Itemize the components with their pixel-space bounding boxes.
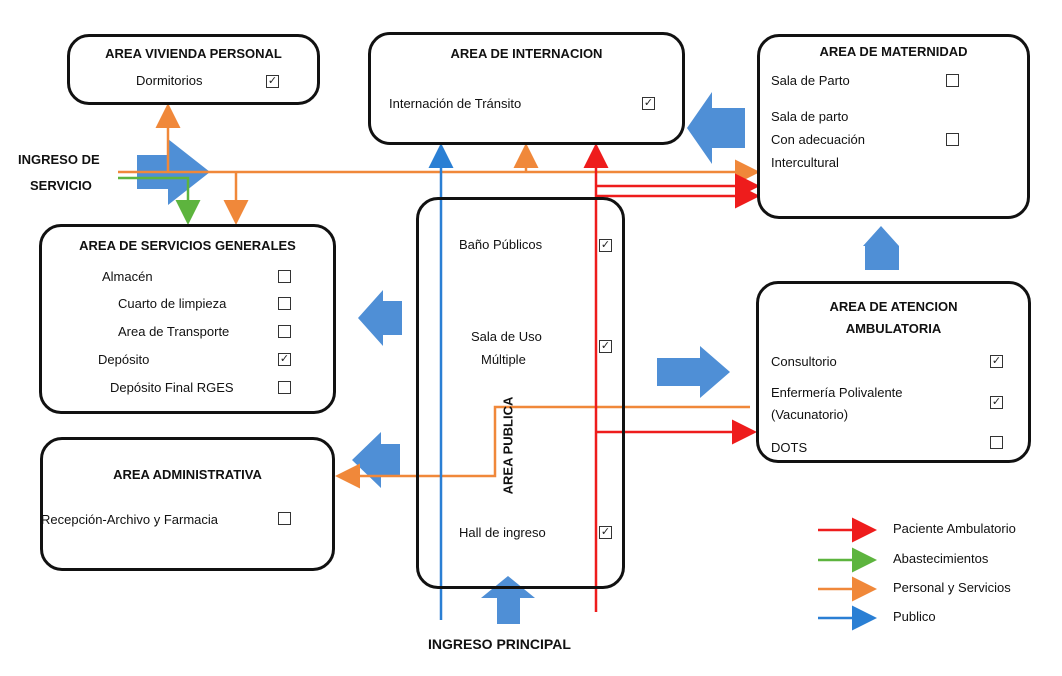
area-title-line2: AMBULATORIA — [845, 321, 942, 336]
item-label: Múltiple — [481, 352, 526, 367]
ingreso-servicio-label-1: INGRESO DE — [18, 152, 100, 167]
area-atencion-ambulatoria: AREA DE ATENCION AMBULATORIA Consultorio… — [756, 281, 1031, 463]
area-title: AREA DE MATERNIDAD — [819, 44, 968, 59]
legend-label-publico: Publico — [893, 609, 936, 624]
area-title: AREA DE INTERNACION — [450, 46, 603, 61]
legend-label-paciente: Paciente Ambulatorio — [893, 521, 1016, 536]
checkbox[interactable]: ✓ — [266, 75, 279, 88]
area-title: AREA VIVIENDA PERSONAL — [105, 46, 282, 61]
block-arrow-to-ambulatoria — [657, 346, 730, 398]
item-label: Dormitorios — [136, 73, 203, 88]
item-label: (Vacunatorio) — [771, 407, 849, 422]
legend-label-abastecimientos: Abastecimientos — [893, 551, 989, 566]
block-arrow-to-administrativa — [352, 432, 400, 488]
ingreso-servicio-label-2: SERVICIO — [30, 178, 92, 193]
item-label: Area de Transporte — [118, 324, 230, 339]
item-label: Baño Públicos — [459, 237, 543, 252]
checkbox[interactable] — [990, 436, 1003, 449]
item-label: Cuarto de limpieza — [118, 296, 227, 311]
item-label: Sala de parto — [771, 109, 849, 124]
item-label: Consultorio — [771, 354, 837, 369]
checkbox[interactable]: ✓ — [278, 353, 291, 366]
item-label: Intercultural — [771, 155, 839, 170]
checkbox[interactable]: ✓ — [599, 340, 612, 353]
checkbox[interactable] — [946, 74, 959, 87]
area-vivienda-personal: AREA VIVIENDA PERSONAL Dormitorios ✓ — [67, 34, 320, 105]
checkbox[interactable] — [946, 133, 959, 146]
item-label: Depósito — [98, 352, 150, 367]
area-publica-title: AREA PUBLICA — [500, 396, 516, 495]
area-internacion: AREA DE INTERNACION Internación de Tráns… — [368, 32, 685, 145]
checkbox[interactable] — [278, 297, 291, 310]
area-title: AREA DE SERVICIOS GENERALES — [79, 238, 296, 253]
green-to-servicios — [118, 176, 201, 225]
area-servicios-generales: AREA DE SERVICIOS GENERALES Almacén Cuar… — [39, 224, 336, 414]
item-label: Con adecuación — [771, 132, 865, 147]
checkbox[interactable]: ✓ — [642, 97, 655, 110]
area-title: AREA ADMINISTRATIVA — [113, 467, 262, 482]
area-maternidad: AREA DE MATERNIDAD Sala de Parto Sala de… — [757, 34, 1030, 219]
item-label: Enfermería Polivalente — [771, 385, 903, 400]
block-arrow-to-maternidad — [863, 226, 899, 270]
checkbox[interactable]: ✓ — [990, 355, 1003, 368]
checkbox[interactable] — [278, 512, 291, 525]
block-arrow-to-internacion — [687, 92, 745, 164]
ingreso-principal-label: INGRESO PRINCIPAL — [428, 636, 571, 652]
block-arrow-to-servicios — [358, 290, 402, 346]
checkbox[interactable]: ✓ — [599, 526, 612, 539]
item-label: Sala de Uso — [471, 329, 542, 344]
checkbox[interactable] — [278, 325, 291, 338]
checkbox[interactable] — [278, 270, 291, 283]
area-publica: Baño Públicos ✓ Sala de Uso Múltiple ✓ H… — [416, 197, 625, 589]
item-label: Internación de Tránsito — [389, 96, 522, 111]
item-label: Sala de Parto — [771, 73, 850, 88]
item-label: Hall de ingreso — [459, 525, 546, 540]
checkbox[interactable]: ✓ — [599, 239, 612, 252]
area-title-line1: AREA DE ATENCION — [829, 299, 958, 314]
item-label: DOTS — [771, 440, 808, 455]
item-label: Recepción-Archivo y Farmacia — [41, 512, 219, 527]
checkbox[interactable]: ✓ — [990, 396, 1003, 409]
area-administrativa: AREA ADMINISTRATIVA Recepción-Archivo y … — [40, 437, 335, 571]
item-label: Almacén — [102, 269, 153, 284]
legend-label-personal: Personal y Servicios — [893, 580, 1011, 595]
checkbox[interactable] — [278, 381, 291, 394]
item-label: Depósito Final RGES — [110, 380, 234, 395]
